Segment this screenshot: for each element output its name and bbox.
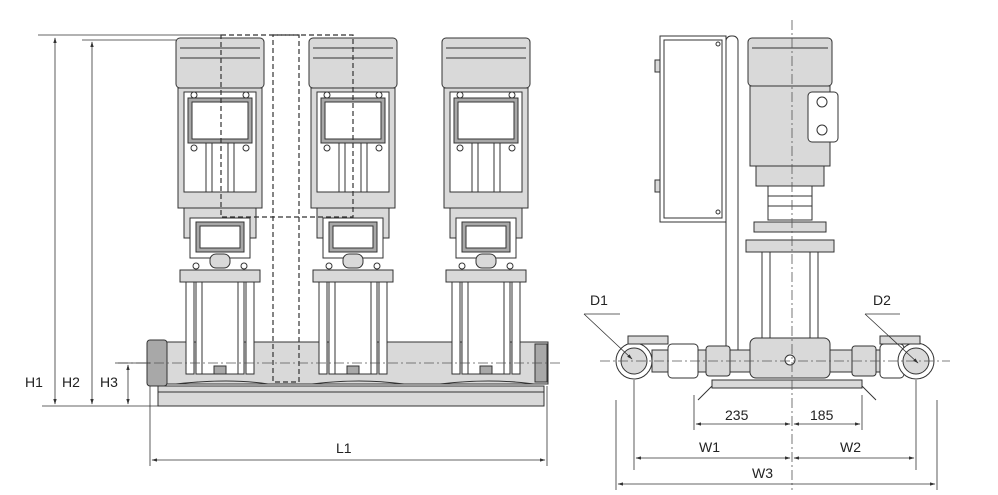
base-frame xyxy=(157,385,545,407)
w1-label: W1 xyxy=(699,439,720,455)
h3-label: H3 xyxy=(100,374,118,390)
w2-label: W2 xyxy=(840,439,861,455)
h2-label: H2 xyxy=(62,374,80,390)
l1-label: L1 xyxy=(336,440,352,456)
side-view xyxy=(583,20,950,490)
pump-3 xyxy=(441,37,531,375)
pump-1 xyxy=(175,37,265,375)
w3-label: W3 xyxy=(752,465,773,481)
h1-label: H1 xyxy=(25,374,43,390)
control-cabinet xyxy=(659,35,727,223)
d2-label: D2 xyxy=(873,292,891,308)
dashed-outline-column xyxy=(272,34,300,383)
front-view xyxy=(38,34,562,466)
dashed-outline-motor xyxy=(220,34,354,218)
dim-235-label: 235 xyxy=(725,407,749,423)
d1-label: D1 xyxy=(590,292,608,308)
dim-185-label: 185 xyxy=(810,407,834,423)
